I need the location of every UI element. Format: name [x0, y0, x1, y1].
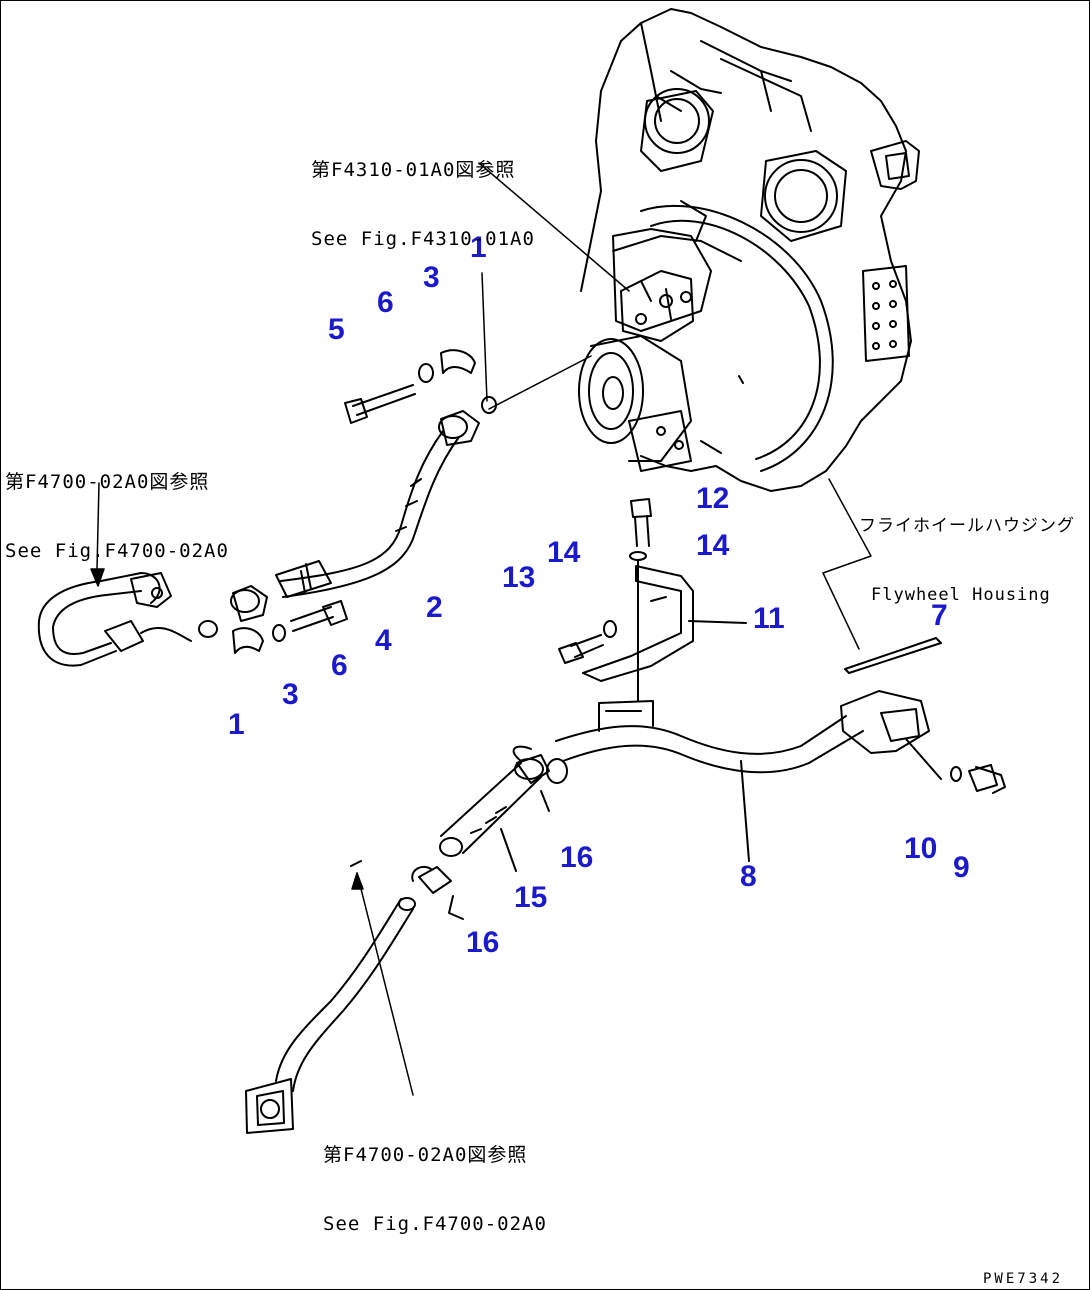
callout-6-lower: 6 [331, 649, 348, 682]
flywheel-housing-label-jp: フライホイールハウジング [859, 516, 1075, 536]
reference-note-left-en: See Fig.F4700-02A0 [5, 540, 229, 562]
flywheel-housing-label-en: Flywheel Housing [871, 585, 1051, 605]
callout-10: 10 [904, 832, 938, 865]
callout-11: 11 [753, 602, 785, 635]
callout-13: 13 [502, 561, 536, 594]
callout-14-left: 14 [547, 536, 581, 569]
callout-16-upper: 16 [560, 841, 594, 874]
callout-9: 9 [953, 851, 970, 884]
callout-4: 4 [375, 624, 392, 657]
callout-1-lower: 1 [228, 708, 245, 741]
callout-3-upper: 3 [423, 261, 440, 294]
reference-note-bottom-en: See Fig.F4700-02A0 [323, 1213, 547, 1235]
reference-note-bottom-jp: 第F4700-02A0図参照 [323, 1144, 528, 1166]
callout-6-upper: 6 [377, 286, 394, 319]
callout-7: 7 [931, 599, 948, 632]
reference-note-top-jp: 第F4310-01A0図参照 [311, 159, 516, 181]
callout-8: 8 [740, 860, 757, 893]
callout-1-upper: 1 [470, 231, 487, 264]
drawing-code: PWE7342 [983, 1271, 1064, 1287]
flywheel-housing-label: フライホイールハウジング Flywheel Housing [859, 469, 1075, 653]
callout-2: 2 [426, 591, 443, 624]
pipe-8-drawing [245, 498, 1006, 1134]
callout-3-lower: 3 [282, 678, 299, 711]
reference-note-left: 第F4700-02A0図参照 See Fig.F4700-02A0 [5, 425, 229, 609]
flywheel-housing-drawing [578, 8, 920, 492]
callout-5: 5 [328, 313, 345, 346]
hose-2-drawing [230, 349, 497, 654]
left-pipe-drawing [37, 572, 218, 667]
reference-note-top-en: See Fig.F4310-01A0 [311, 228, 535, 250]
callout-12: 12 [696, 482, 730, 515]
callout-14-right: 14 [696, 529, 730, 562]
reference-note-bottom: 第F4700-02A0図参照 See Fig.F4700-02A0 [323, 1098, 547, 1282]
reference-leaders [90, 162, 872, 1096]
callout-16-lower: 16 [466, 926, 500, 959]
callout-15: 15 [514, 881, 548, 914]
reference-note-top: 第F4310-01A0図参照 See Fig.F4310-01A0 [311, 113, 535, 297]
reference-note-left-jp: 第F4700-02A0図参照 [5, 471, 210, 493]
